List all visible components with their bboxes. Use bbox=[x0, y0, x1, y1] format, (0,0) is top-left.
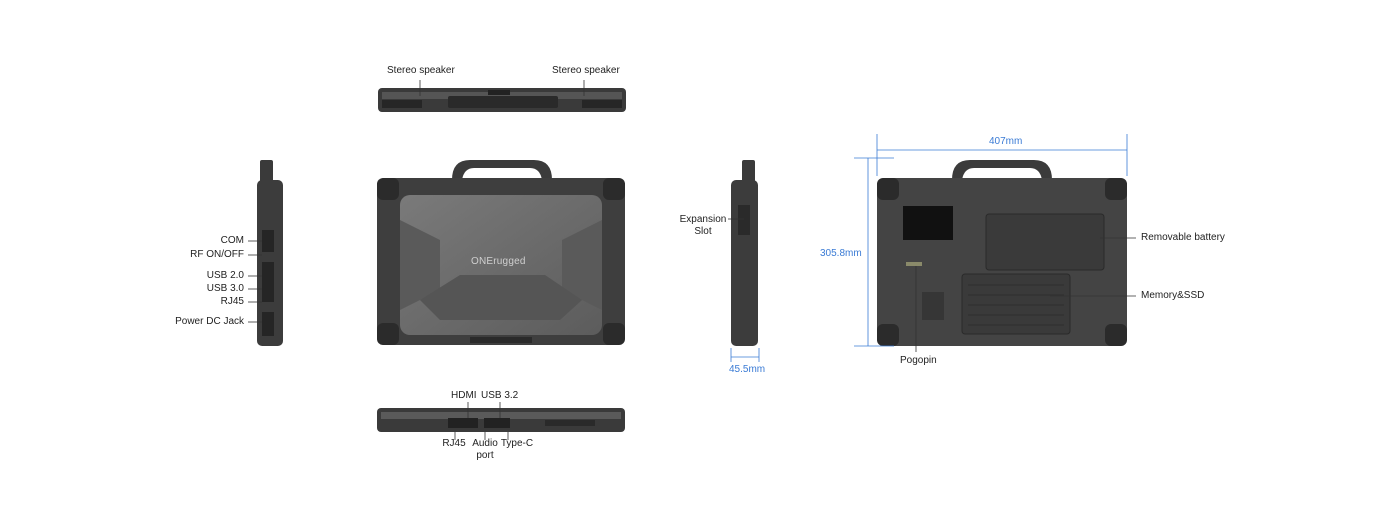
brand-logo: ONErugged bbox=[471, 256, 526, 267]
expansion-slot-label: Expansion Slot bbox=[679, 214, 727, 237]
rf-switch-label: RF ON/OFF bbox=[190, 249, 244, 260]
power-dc-jack-label: Power DC Jack bbox=[175, 316, 244, 327]
top-view-device bbox=[378, 80, 626, 112]
height-dimension: 305.8mm bbox=[820, 248, 862, 259]
front-view-device bbox=[377, 160, 625, 345]
rating-label bbox=[903, 206, 953, 240]
type-c-label: Type-C bbox=[500, 438, 534, 449]
com-port-label: COM bbox=[220, 235, 244, 246]
pogopin-label: Pogopin bbox=[900, 355, 937, 366]
audio-port-label: Audio port bbox=[472, 438, 498, 461]
depth-dimension: 45.5mm bbox=[729, 364, 766, 375]
rj45-front-label: RJ45 bbox=[442, 438, 466, 449]
removable-battery-label: Removable battery bbox=[1141, 232, 1225, 243]
rj45-side-label: RJ45 bbox=[220, 296, 244, 307]
memory-ssd-label: Memory&SSD bbox=[1141, 290, 1205, 301]
left-side-device bbox=[248, 160, 283, 346]
usb30-label: USB 3.0 bbox=[206, 283, 244, 294]
hdmi-label: HDMI bbox=[451, 390, 477, 401]
usb32-label: USB 3.2 bbox=[481, 390, 519, 401]
right-side-device bbox=[728, 160, 760, 362]
stereo-speaker-right-label: Stereo speaker bbox=[552, 65, 620, 76]
width-dimension: 407mm bbox=[989, 136, 1023, 147]
usb20-label: USB 2.0 bbox=[206, 270, 244, 281]
stereo-speaker-left-label: Stereo speaker bbox=[387, 65, 455, 76]
bottom-view-device bbox=[377, 402, 625, 440]
back-view-device bbox=[854, 134, 1136, 352]
